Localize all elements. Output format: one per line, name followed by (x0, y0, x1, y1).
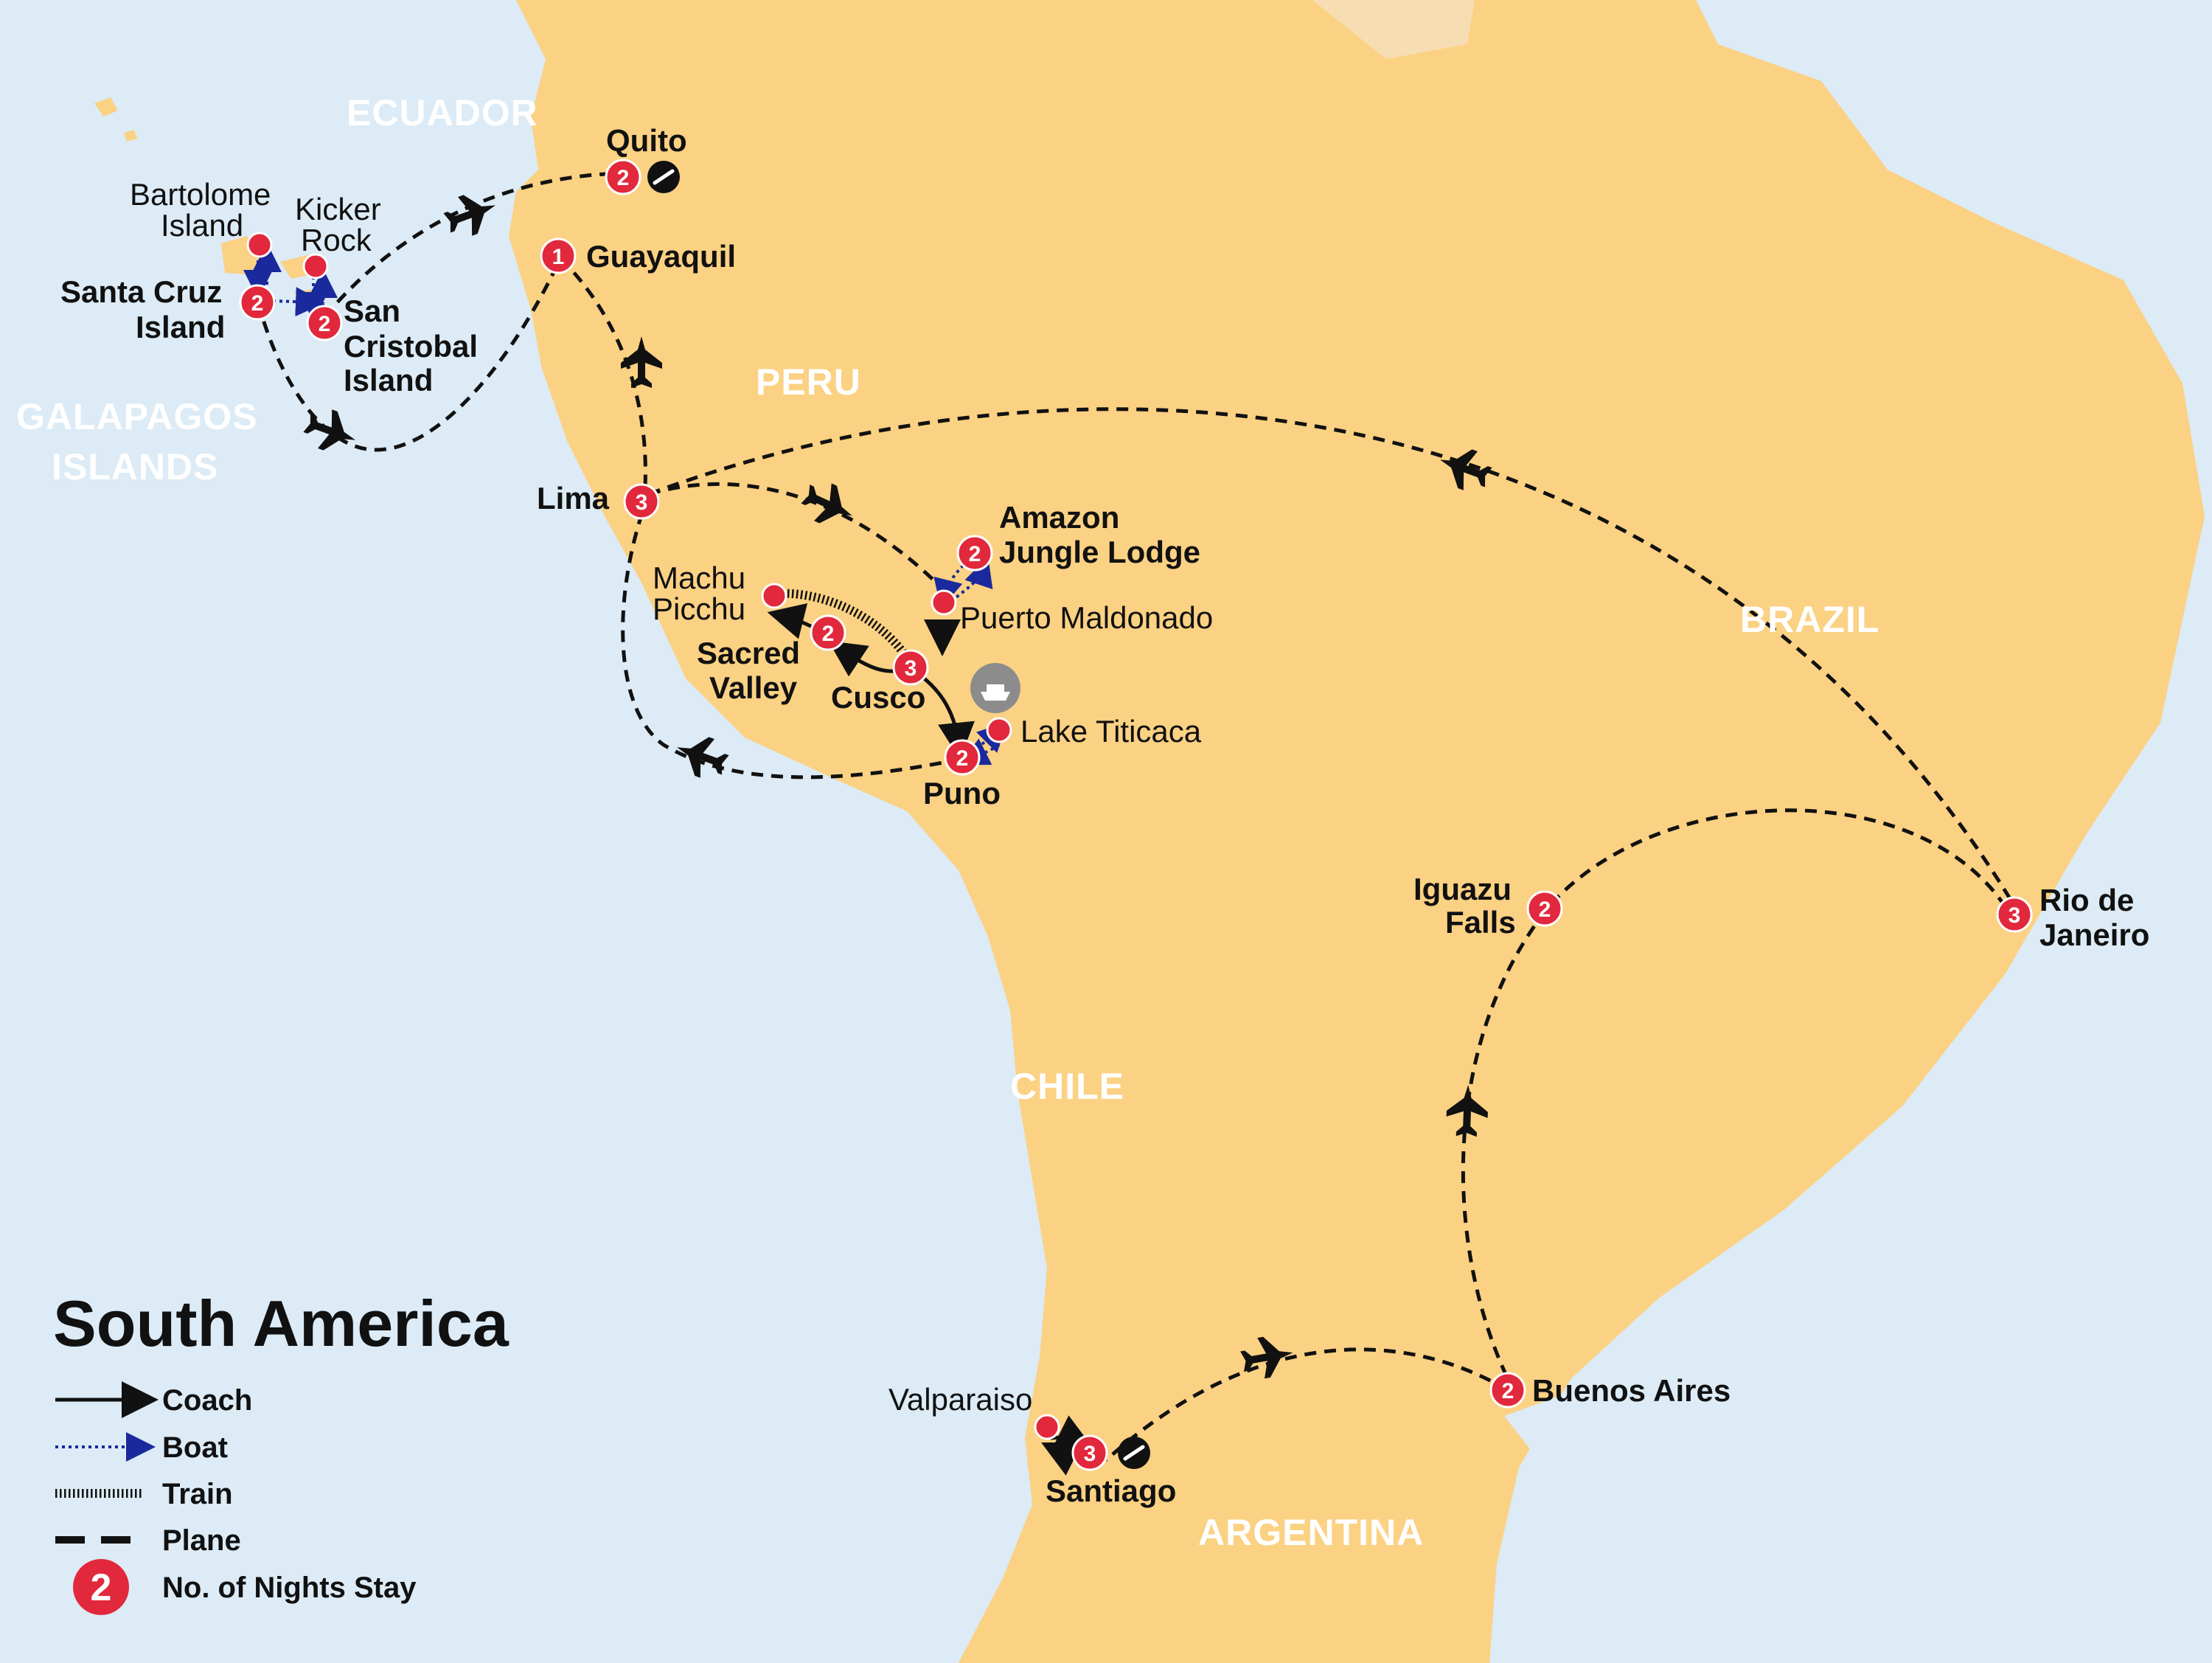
stop-bartolome-island[interactable]: Bartolome Island (130, 177, 273, 258)
stop-rio-de-janeiro[interactable]: 3 Rio de Janeiro (1996, 883, 2149, 952)
stop-label-line1: Amazon (999, 500, 1119, 535)
legend-nights: No. of Nights Stay (162, 1572, 417, 1604)
stop-label: Puno (923, 776, 1001, 810)
nights-badge: 1 (552, 245, 565, 269)
stop-label-line1: Iguazu (1413, 872, 1512, 906)
stop-puno[interactable]: 2 Puno (923, 739, 1001, 810)
stop-label-line2: Janeiro (2039, 917, 2149, 952)
stop-quito[interactable]: 2 Quito (605, 123, 687, 195)
nights-badge: 3 (636, 490, 648, 515)
stop-label-line2: Island (136, 310, 225, 344)
stop-label-line1: Kicker (295, 192, 381, 226)
south-america-landmass (509, 0, 2205, 1663)
stop-lake-titicaca[interactable]: Lake Titicaca (970, 663, 1202, 749)
country-ecuador: ECUADOR (347, 92, 538, 133)
country-galapagos-islands: ISLANDS (52, 446, 218, 487)
stop-label-line1: Rio de (2039, 883, 2134, 917)
stop-label: Buenos Aires (1532, 1373, 1731, 1408)
stop-cusco[interactable]: 3 Cusco (831, 649, 929, 715)
stop-machu-picchu[interactable]: Machu Picchu (653, 560, 787, 626)
stop-iguazu-falls[interactable]: 2 Iguazu Falls (1413, 872, 1563, 940)
country-argentina: ARGENTINA (1198, 1512, 1424, 1553)
stop-label: Cusco (831, 680, 925, 715)
legend-coach: Coach (162, 1384, 252, 1417)
nights-badge: 2 (956, 746, 969, 771)
nights-badge: 2 (319, 312, 331, 336)
nights-badge: 2 (1502, 1379, 1514, 1403)
legend-boat: Boat (162, 1431, 228, 1464)
stop-label-line2: Jungle Lodge (999, 535, 1200, 569)
nights-badge: 2 (969, 542, 981, 566)
legend: South America Coach Boat Train Plane 2 N… (53, 1287, 509, 1615)
stop-kicker-rock[interactable]: Kicker Rock (295, 192, 381, 280)
stop-label-line2: Island (161, 208, 243, 243)
stop-label-line2: Falls (1445, 905, 1516, 940)
stop-lima[interactable]: 3 Lima (537, 481, 660, 520)
stop-santiago[interactable]: 3 Santiago (1046, 1434, 1176, 1508)
stop-guayaquil[interactable]: 1 Guayaquil (540, 237, 736, 274)
stop-label-line3: Island (344, 363, 433, 397)
stop-san-cristobal-island[interactable]: 2 San Cristobal Island (306, 294, 478, 397)
train-route (773, 589, 915, 667)
country-labels: ECUADOR GALAPAGOS ISLANDS PERU BRAZIL CH… (16, 92, 1879, 1553)
nights-badge: 3 (1084, 1442, 1096, 1466)
stop-label: Lake Titicaca (1020, 714, 1202, 749)
stop-buenos-aires[interactable]: 2 Buenos Aires (1489, 1372, 1731, 1409)
nights-badge: 2 (822, 622, 835, 646)
country-galapagos: GALAPAGOS (16, 396, 258, 437)
stop-label: Quito (606, 123, 687, 158)
country-peru: PERU (756, 361, 861, 403)
stop-markers: 2 Quito 1 Guayaquil Bartolome Island Kic… (60, 123, 2149, 1508)
country-brazil: BRAZIL (1740, 599, 1879, 640)
stop-puerto-maldonado[interactable]: Puerto Maldonado (924, 589, 1213, 656)
stop-santa-cruz-island[interactable]: 2 Santa Cruz Island (60, 274, 276, 344)
legend-plane: Plane (162, 1524, 241, 1557)
estuary (1504, 1386, 1622, 1482)
map-title: South America (53, 1287, 509, 1360)
stop-label: Puerto Maldonado (960, 600, 1213, 635)
nights-badge: 3 (2008, 903, 2021, 928)
stop-label: Guayaquil (586, 239, 736, 274)
other-land (1312, 0, 1475, 59)
stop-amazon-jungle-lodge[interactable]: 2 Amazon Jungle Lodge (956, 500, 1200, 572)
stop-label-line1: Santa Cruz (60, 274, 222, 309)
stop-label-line1: Bartolome (130, 177, 271, 212)
legend-train: Train (162, 1478, 233, 1510)
legend-nights-badge: 2 (91, 1566, 112, 1609)
nights-badge: 2 (1539, 898, 1551, 922)
stop-label-line1: Machu (653, 560, 745, 595)
stop-label-line2: Cristobal (344, 329, 478, 364)
stop-label: Lima (537, 481, 610, 515)
stop-sacred-valley[interactable]: 2 Sacred Valley (697, 614, 846, 705)
stop-label-line1: Sacred (697, 636, 800, 670)
stop-label-line2: Picchu (653, 591, 745, 626)
stop-label-line2: Rock (301, 223, 372, 257)
nights-badge: 3 (905, 656, 917, 681)
stop-label: Valparaiso (888, 1382, 1032, 1417)
nights-badge: 2 (617, 166, 630, 190)
stop-label-line2: Valley (709, 670, 798, 705)
nights-badge: 2 (251, 291, 264, 316)
country-chile: CHILE (1010, 1066, 1124, 1107)
stop-label-line1: San (344, 294, 400, 328)
stop-valparaiso[interactable]: Valparaiso (888, 1382, 1060, 1440)
stop-label: Santiago (1046, 1473, 1176, 1508)
